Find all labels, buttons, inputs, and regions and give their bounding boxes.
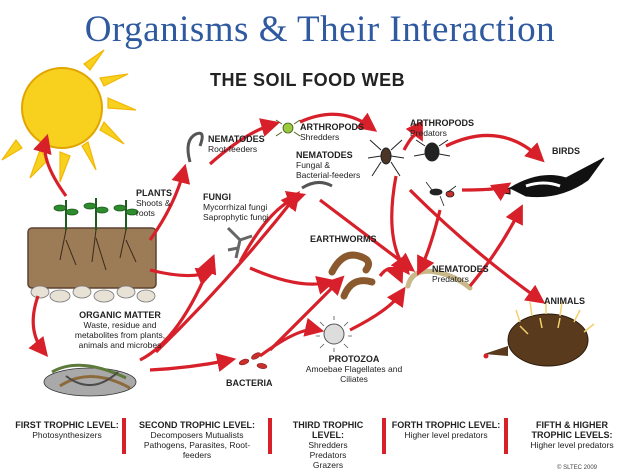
trophic-level-3-desc: Shredders Predators Grazers (308, 440, 348, 470)
trophic-level-5-desc: Higher level predators (530, 440, 614, 450)
protozoa-icon (316, 316, 352, 352)
label-nematodes-root: NEMATODES Root-feeders (208, 134, 265, 154)
earthworm-icon (328, 251, 376, 300)
label-fungi-name: FUNGI (203, 192, 231, 202)
label-organic-matter-name: ORGANIC MATTER (79, 310, 161, 320)
label-earthworms: EARTHWORMS (310, 234, 377, 244)
label-plants: PLANTS Shoots & roots (136, 188, 176, 218)
label-earthworms-name: EARTHWORMS (310, 234, 377, 244)
trophic-level-2-name: SECOND TROPHIC LEVEL: (138, 420, 255, 430)
label-bacteria: BACTERIA (226, 378, 273, 388)
label-arthropods-shredders: ARTHROPODS Shredders (300, 122, 364, 142)
label-nematodes-root-name: NEMATODES (208, 134, 265, 144)
bacteria-icon (238, 352, 268, 369)
label-protozoa-name: PROTOZOA (328, 354, 380, 364)
trophic-level-5: FIFTH & HIGHER TROPHIC LEVELS: Higher le… (512, 420, 632, 450)
ant-icon (425, 181, 457, 207)
label-birds-name: BIRDS (552, 146, 581, 156)
label-nematodes-predators-desc: Predators (432, 274, 469, 284)
nematode-root-icon (186, 131, 204, 163)
diagram-title: THE SOIL FOOD WEB (210, 70, 406, 90)
bird-icon (497, 157, 605, 198)
trophic-level-1-name: FIRST TROPHIC LEVEL: (15, 420, 119, 430)
label-arthropods-shredders-name: ARTHROPODS (300, 122, 365, 132)
label-organic-matter-desc: Waste, residue and metabolites from plan… (74, 320, 166, 350)
soil-icon (27, 227, 157, 303)
trophic-level-3: THIRD TROPHIC LEVEL: Shredders Predators… (276, 420, 380, 470)
nematode-predator-icon (405, 268, 473, 291)
fungi-icon (226, 226, 253, 259)
nematode-fungal-icon (301, 181, 333, 190)
label-arthropods-predators: ARTHROPODS Predators (410, 118, 474, 138)
trophic-level-4-desc: Higher level predators (404, 430, 488, 440)
organic-matter-icon (43, 363, 137, 397)
trophic-level-2-desc: Decomposers Mutualists Pathogens, Parasi… (143, 430, 251, 460)
echidna-icon (483, 300, 595, 367)
beetle-icon (413, 139, 451, 162)
spider-icon (367, 139, 405, 177)
label-organic-matter: ORGANIC MATTER Waste, residue and metabo… (62, 310, 178, 350)
trophic-level-2: SECOND TROPHIC LEVEL: Decomposers Mutual… (130, 420, 264, 460)
label-plants-name: PLANTS (136, 188, 172, 198)
label-animals-name: ANIMALS (544, 296, 585, 306)
food-web-arrows (28, 112, 546, 372)
label-arthropods-predators-name: ARTHROPODS (410, 118, 475, 128)
credit-text: © SLTEC 2009 (557, 465, 597, 471)
label-protozoa-desc: Amoebae Flagellates and Ciliates (305, 364, 403, 384)
label-animals: ANIMALS (544, 296, 585, 306)
trophic-level-4: FORTH TROPHIC LEVEL: Higher level predat… (390, 420, 502, 440)
label-arthropods-predators-desc: Predators (410, 128, 447, 138)
arthropod-shredder-icon (275, 119, 301, 137)
label-nematodes-predators-name: NEMATODES (432, 264, 489, 274)
trophic-level-4-name: FORTH TROPHIC LEVEL: (391, 420, 501, 430)
trophic-level-5-name: FIFTH & HIGHER TROPHIC LEVELS: (531, 420, 613, 440)
label-nematodes-predators: NEMATODES Predators (432, 264, 489, 284)
label-protozoa: PROTOZOA Amoebae Flagellates and Ciliate… (304, 354, 404, 384)
label-arthropods-shredders-desc: Shredders (300, 132, 340, 142)
slide-title: Organisms & Their Interaction (84, 9, 556, 50)
label-plants-desc: Shoots & roots (136, 198, 171, 218)
label-nematodes-root-desc: Root-feeders (208, 144, 258, 154)
label-bacteria-name: BACTERIA (226, 378, 273, 388)
trophic-level-1: FIRST TROPHIC LEVEL: Photosynthesizers (14, 420, 120, 440)
trophic-level-1-desc: Photosynthesizers (32, 430, 102, 440)
plants-icon (53, 198, 139, 230)
trophic-level-3-name: THIRD TROPHIC LEVEL: (292, 420, 364, 440)
label-birds: BIRDS (552, 146, 580, 156)
label-fungi: FUNGI Mycorrhizal fungi Saprophytic fung… (203, 192, 281, 222)
label-nematodes-fungal-name: NEMATODES (296, 150, 353, 160)
label-fungi-desc: Mycorrhizal fungi Saprophytic fungi (203, 202, 269, 222)
sun-icon (1, 49, 137, 183)
label-nematodes-fungal-desc: Fungal & Bacterial-feeders (296, 160, 361, 180)
label-nematodes-fungal: NEMATODES Fungal & Bacterial-feeders (296, 150, 362, 180)
